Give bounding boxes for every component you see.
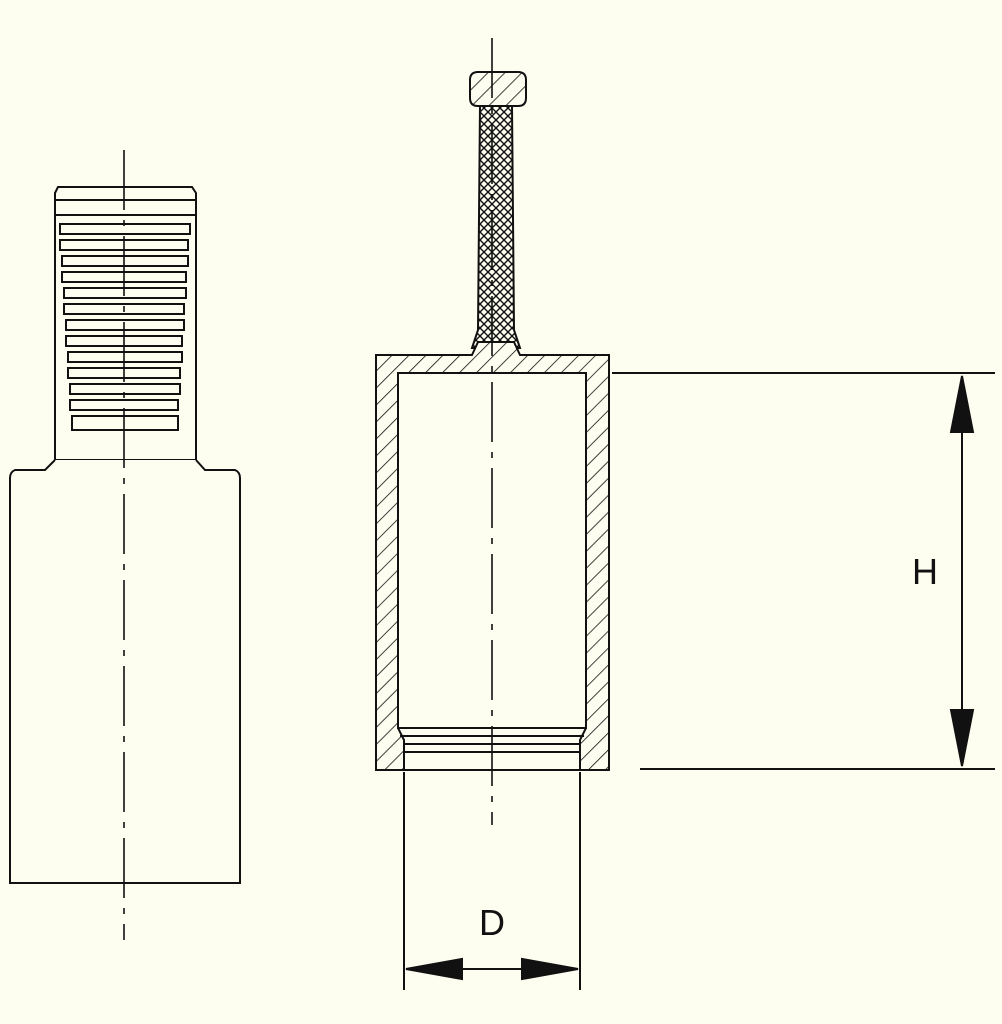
stem-cap bbox=[469, 71, 527, 107]
dimension-d: D bbox=[403, 772, 581, 990]
arrow-down-icon bbox=[949, 709, 975, 767]
arrow-left-icon bbox=[405, 957, 463, 981]
arrow-right-icon bbox=[521, 957, 579, 981]
stem bbox=[470, 105, 522, 349]
side-view bbox=[9, 150, 241, 940]
height-label: H bbox=[912, 551, 938, 592]
diameter-label: D bbox=[479, 902, 505, 943]
arrow-up-icon bbox=[949, 375, 975, 433]
dimension-h: H bbox=[612, 372, 995, 770]
body-outline bbox=[9, 459, 241, 884]
ribbed-neck bbox=[54, 186, 197, 461]
section-view bbox=[375, 38, 610, 825]
